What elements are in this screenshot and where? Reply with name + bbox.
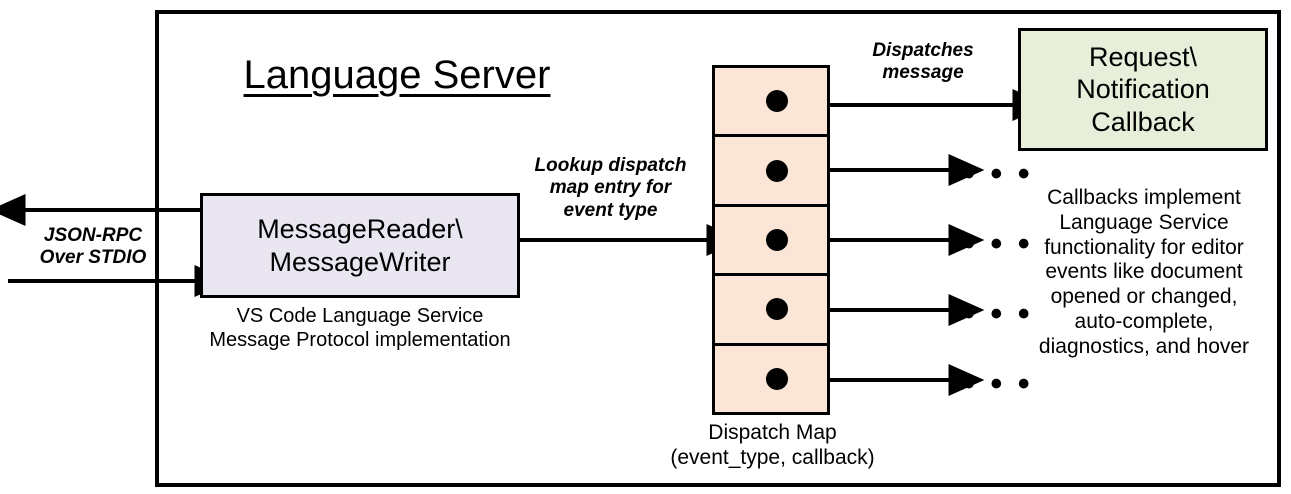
dispatch-map-row[interactable] <box>715 346 827 412</box>
dispatch-entry-dot-icon <box>766 367 788 390</box>
dispatch-map-caption: Dispatch Map (event_type, callback) <box>670 421 875 469</box>
message-reader-writer-caption: VS Code Language Service Message Protoco… <box>209 305 511 351</box>
dispatch-map-row[interactable] <box>715 68 827 138</box>
message-reader-writer-label: MessageReader\ MessageWriter <box>257 213 463 277</box>
dispatch-map-row[interactable] <box>715 137 827 207</box>
edge-label-lookup-dispatch: Lookup dispatch map entry for event type <box>534 155 687 221</box>
dispatch-entry-dot-icon <box>766 90 788 113</box>
ellipsis-row-5: • • • <box>963 365 1033 403</box>
ellipsis-row-4: • • • <box>963 295 1033 333</box>
language-server-title: Language Server <box>243 53 551 97</box>
dispatch-map-table[interactable] <box>712 65 830 415</box>
message-reader-writer-node[interactable]: MessageReader\ MessageWriter <box>200 193 520 298</box>
language-server-container <box>155 10 1281 487</box>
dispatch-entry-dot-icon <box>766 159 788 182</box>
edge-label-dispatches-message: Dispatches message <box>872 40 974 84</box>
request-notification-callback-node[interactable]: Request\ Notification Callback <box>1018 28 1268 151</box>
dispatch-map-row[interactable] <box>715 276 827 346</box>
request-notification-callback-label: Request\ Notification Callback <box>1076 41 1210 137</box>
dispatch-entry-dot-icon <box>766 298 788 321</box>
dispatch-entry-dot-icon <box>766 229 788 252</box>
ellipsis-row-3: • • • <box>963 225 1033 263</box>
dispatch-map-row[interactable] <box>715 207 827 277</box>
edge-label-jsonrpc: JSON-RPC Over STDIO <box>39 225 147 269</box>
callback-description-caption: Callbacks implement Language Service fun… <box>1038 186 1250 358</box>
ellipsis-row-2: • • • <box>963 155 1033 193</box>
